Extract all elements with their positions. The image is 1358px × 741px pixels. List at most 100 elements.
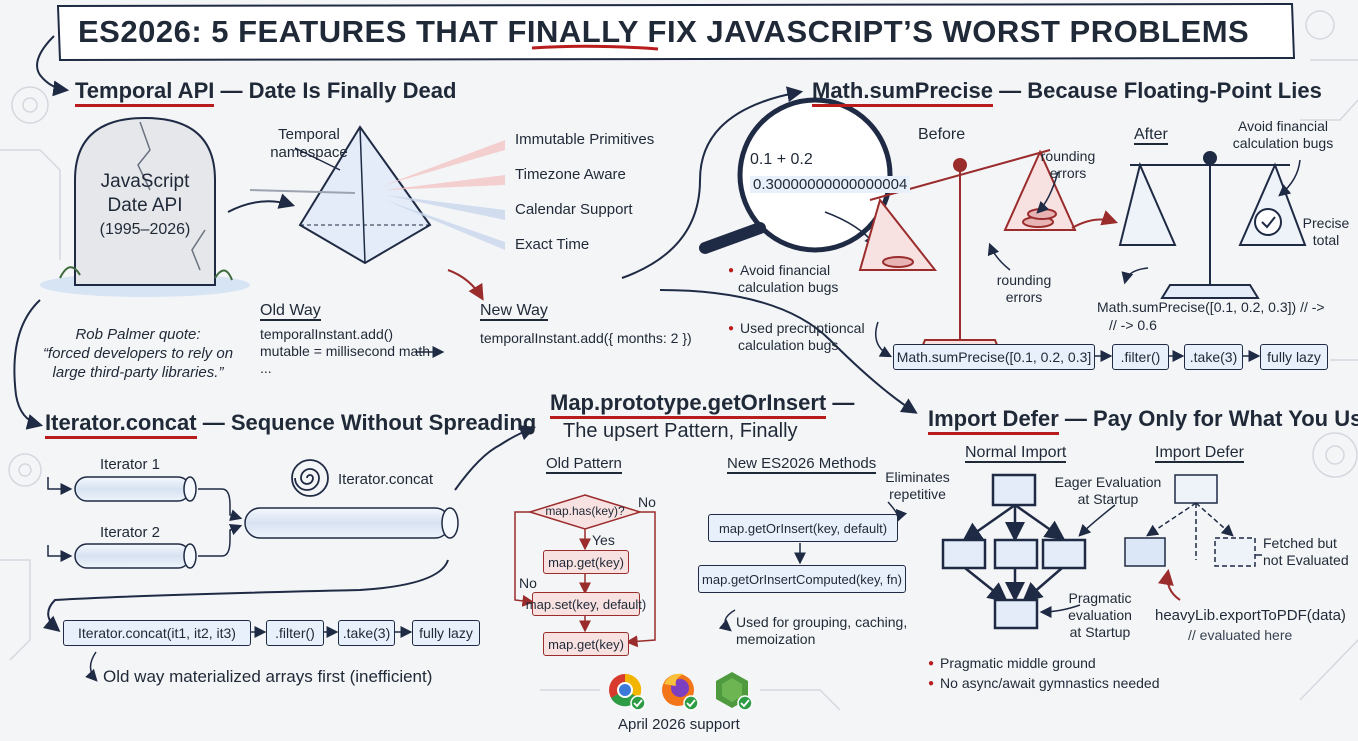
mathsum-chain-box: Math.sumPrecise([0.1, 0.2, 0.3]: [893, 344, 1095, 370]
map-get-box: map.get(key): [543, 632, 629, 656]
pragmatic-label: Pragmatic evaluation at Startup: [1060, 590, 1140, 641]
new-way-code: temporalInstant.add({ months: 2 }): [480, 330, 692, 346]
map-heading-line2: The upsert Pattern, Finally: [563, 420, 798, 442]
code-line: temporalInstant.add(): [260, 326, 394, 342]
namespace-line: Temporal: [278, 126, 340, 143]
light-rays: [385, 140, 505, 250]
import-defer-heading: Import Defer — Pay Only for What You Use: [928, 406, 1358, 435]
pragmatic-line: Pragmatic: [1068, 590, 1132, 606]
old-way-code: temporalInstant.add() mutable = millisec…: [260, 326, 430, 377]
iterator-heading: Iterator.concat — Sequence Without Sprea…: [45, 410, 537, 439]
used-for-line: Used for grouping, caching,: [736, 614, 908, 630]
code-line: ...: [260, 360, 272, 376]
iterator-2-label: Iterator 2: [100, 524, 161, 541]
balanced-scale-icon: [1118, 151, 1307, 299]
precise-line: total: [1312, 232, 1340, 248]
evaluated-comment: // evaluated here: [1188, 627, 1293, 643]
temporal-feature: Immutable Primitives: [515, 131, 655, 148]
import-defer-heading-rest: — Pay Only for What You Use: [1058, 406, 1358, 431]
pragmatic-line: at Startup: [1069, 624, 1131, 640]
fetched-label: Fetched but not Evaluated: [1263, 535, 1349, 569]
rounding-errors-label: rounding errors: [988, 272, 1060, 306]
title-underline: [531, 44, 659, 51]
yes-label: Yes: [592, 532, 615, 548]
no-label: No: [519, 575, 537, 591]
pragmatic-line: evaluation: [1068, 607, 1132, 623]
heavylib-call: heavyLib.exportToPDF(data): [1155, 607, 1346, 624]
iterator-chain-box: Iterator.concat(it1, it2, it3): [63, 620, 251, 646]
defer-import-graph: [1124, 474, 1256, 567]
mathsum-code: Math.sumPrecise([0.1, 0.2, 0.3]) // -> /…: [1097, 298, 1325, 334]
tombstone-line: (1995–2026): [99, 221, 191, 238]
temporal-feature: Exact Time: [515, 236, 590, 253]
import-defer-bullet: No async/await gymnastics needed: [928, 675, 1159, 691]
eager-line: Eager Evaluation: [1054, 474, 1162, 490]
eliminates-label: Eliminates repetitive: [880, 469, 955, 503]
used-for-label: Used for grouping, caching, memoization: [736, 614, 907, 648]
precise-line: Precise: [1302, 215, 1350, 231]
decision-label: map.has(key)?: [545, 504, 625, 518]
tombstone-text: JavaScript Date API (1995–2026): [85, 170, 205, 242]
quote-line: large third-party libraries.”: [52, 364, 224, 381]
eliminates-line: Eliminates: [885, 469, 950, 485]
mathsum-heading-term: Math.sumPrecise: [812, 78, 993, 107]
temporal-heading: Temporal API — Date Is Finally Dead: [75, 78, 457, 107]
iterator-chain-box: fully lazy: [412, 620, 480, 646]
fetched-line: Fetched but: [1263, 535, 1337, 551]
chrome-icon: [609, 673, 646, 711]
map-heading: Map.prototype.getOrInsert —: [550, 390, 855, 419]
after-label: After: [1134, 126, 1168, 145]
rounding-line: rounding: [996, 272, 1052, 288]
rounding-line: rounding: [1040, 148, 1096, 164]
mathsum-chain-box: .filter(): [1112, 344, 1169, 370]
normal-import-label: Normal Import: [965, 444, 1067, 463]
namespace-line: namespace: [270, 144, 348, 161]
mathsum-heading: Math.sumPrecise — Because Floating-Point…: [812, 78, 1322, 107]
page-title: ES2026: 5 FEATURES THAT FINALLY FIX JAVA…: [78, 14, 1250, 49]
temporal-heading-rest: — Date Is Finally Dead: [214, 78, 457, 103]
rounding-errors-label: rounding errors: [1032, 148, 1104, 182]
nodejs-icon: [716, 672, 753, 711]
after-note-line: calculation bugs: [1232, 135, 1334, 151]
calc-expression: 0.1 + 0.2: [750, 151, 813, 168]
mathsum-chain-box: .take(3): [1184, 344, 1243, 370]
eliminates-line: repetitive: [889, 486, 946, 502]
iterator-pipes: [74, 476, 459, 569]
old-pattern-label: Old Pattern: [546, 455, 622, 474]
get-or-insert-box: map.getOrInsert(key, default): [708, 514, 898, 542]
iterator-concat-label: Iterator.concat: [338, 471, 434, 488]
iterator-chain-box: .take(3): [338, 620, 395, 646]
iterator-heading-rest: — Sequence Without Spreading: [196, 410, 537, 435]
quote-line: Rob Palmer quote:: [75, 326, 201, 343]
import-defer-bullet: Pragmatic middle ground: [928, 655, 1096, 671]
circuit-decoration: [0, 10, 1358, 711]
import-defer-label: Import Defer: [1155, 444, 1244, 463]
temporal-namespace-label: Temporal namespace: [268, 126, 350, 162]
get-or-insert-computed-box: map.getOrInsertComputed(key, fn): [698, 565, 906, 593]
map-heading-rest: —: [826, 390, 855, 415]
map-set-box: map.set(key, default): [526, 592, 646, 616]
flowchart-lines: [514, 494, 656, 648]
map-get-box: map.get(key): [543, 550, 629, 574]
map-heading-term: Map.prototype.getOrInsert: [550, 390, 827, 419]
precise-total-label: Precise total: [1296, 215, 1356, 249]
code-line: mutable = millisecond math: [260, 343, 431, 359]
mathsum-chain-box: fully lazy: [1260, 344, 1328, 370]
tombstone-line: Date API: [107, 195, 183, 216]
iterator-chain-box: .filter(): [266, 620, 324, 646]
rounding-line: errors: [1049, 165, 1087, 181]
after-note: Avoid financial calculation bugs: [1222, 118, 1344, 152]
magnifier-icon: [699, 97, 893, 254]
code-line: // -> 0.6: [1109, 317, 1157, 333]
prism-icon: [249, 125, 432, 265]
temporal-feature: Calendar Support: [515, 201, 633, 218]
title-banner: [56, 2, 1296, 62]
used-for-line: memoization: [736, 631, 816, 647]
eager-label: Eager Evaluation at Startup: [1052, 474, 1164, 508]
rob-palmer-quote: Rob Palmer quote: “forced developers to …: [38, 325, 238, 382]
firefox-icon: [662, 673, 699, 711]
after-note-line: Avoid financial: [1237, 118, 1329, 134]
